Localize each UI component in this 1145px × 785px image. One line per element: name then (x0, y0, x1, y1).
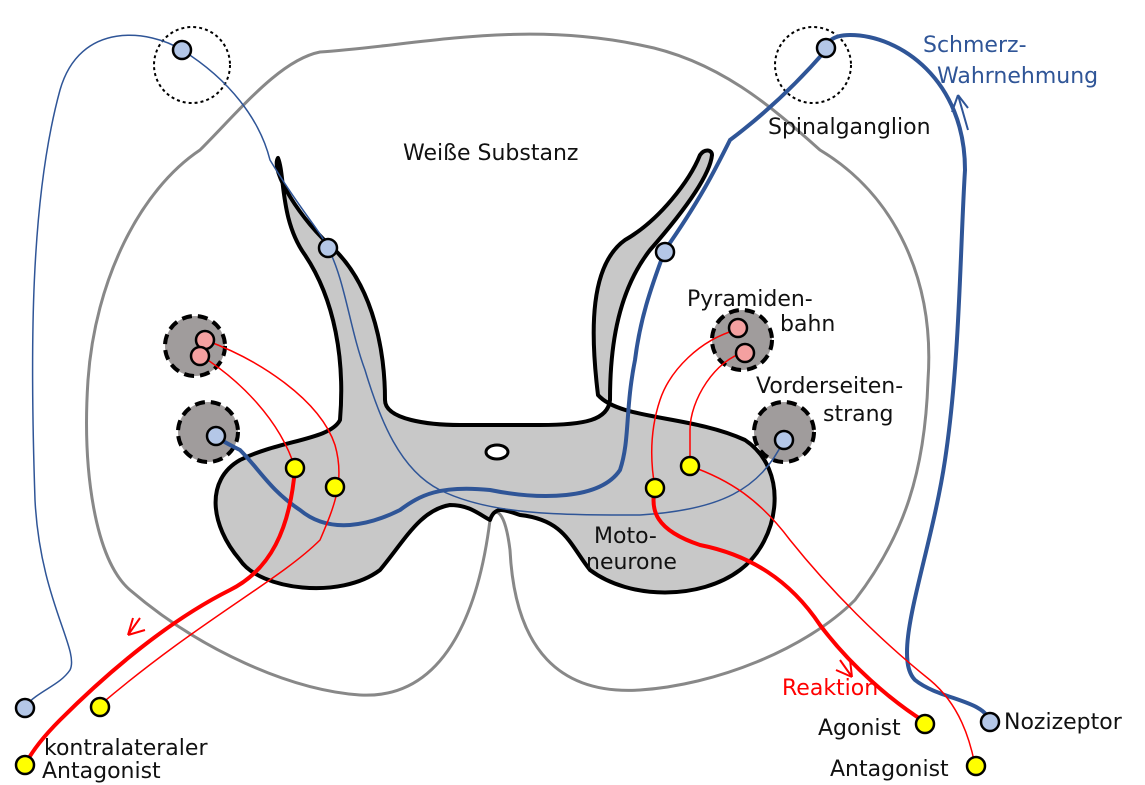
right-dorsal-horn-neuron (656, 243, 674, 261)
left-pyramidal-neuron-2 (191, 347, 209, 365)
pain-perception-label-1: Schmerz- (923, 33, 1027, 59)
anterolateral-tract-label-1: Vorderseiten- (756, 374, 903, 400)
nociceptor-label: Nozizeptor (1004, 710, 1122, 736)
left-motoneuron-2 (326, 478, 344, 496)
antagonist-effector (967, 757, 985, 775)
motoneurons-label-2: neurone (586, 550, 677, 576)
contralateral-antagonist-effector (16, 756, 34, 774)
right-pyramidal-neuron-1 (729, 319, 747, 337)
left-spinal-ganglion (154, 27, 230, 103)
agonist-label: Agonist (818, 716, 901, 742)
right-efferent-arrow-icon (836, 660, 852, 677)
nociceptor-receptor (981, 713, 999, 731)
motoneurons-label-1: Moto- (594, 524, 657, 550)
antagonist-label: Antagonist (830, 757, 949, 783)
left-pyramidal-tract-bundle (165, 316, 225, 376)
left-ganglion-neuron (173, 41, 191, 59)
right-ganglion-neuron (817, 39, 835, 57)
pain-perception-label-2: Wahrnehmung (937, 64, 1098, 90)
right-motoneuron-2 (681, 457, 699, 475)
agonist-effector (916, 715, 934, 733)
pyramidal-tract-label-2: bahn (780, 312, 835, 338)
left-effector-1 (91, 698, 109, 716)
left-anterolateral-neuron (207, 427, 225, 445)
pyramidal-tract-label-1: Pyramiden- (687, 287, 813, 313)
central-canal (486, 445, 508, 459)
left-dorsal-horn-neuron (319, 239, 337, 257)
left-motoneuron-1 (286, 459, 304, 477)
anterolateral-tract-label-2: strang (823, 402, 894, 428)
right-anterolateral-neuron (775, 431, 793, 449)
right-motoneuron-1 (646, 479, 664, 497)
left-efferent-arrow-icon (128, 618, 145, 635)
right-pyramidal-neuron-2 (736, 344, 754, 362)
contralateral-label-2: Antagonist (42, 759, 161, 785)
white-matter-label: Weiße Substanz (403, 141, 578, 167)
spinal-ganglion-label: Spinalganglion (768, 115, 931, 141)
left-contralateral-receptor (16, 699, 34, 717)
reaction-label: Reaktion (782, 676, 878, 702)
